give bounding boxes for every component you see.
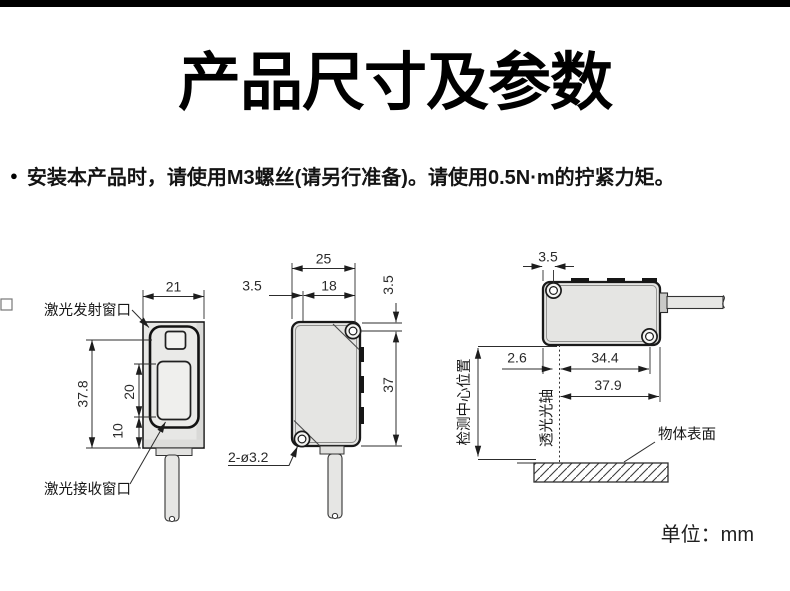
top-cable-break <box>722 295 725 309</box>
top-sensor-body <box>541 280 662 347</box>
side-body-inner-line <box>295 325 357 443</box>
page-title: 产品尺寸及参数 <box>178 48 613 118</box>
top-cable <box>666 295 724 310</box>
side-view: 25 3.5 18 3.5 37 2-ø3.2 <box>228 251 402 520</box>
front-body-bottom-face <box>143 439 203 448</box>
side-hole-top-bore <box>348 326 358 336</box>
top-edge-tab <box>571 278 589 283</box>
side-hole-bottom-bore <box>297 434 307 444</box>
top-edge-dim: 3.5 <box>538 249 558 265</box>
top-edge-tab <box>607 278 625 283</box>
side-span-dim: 18 <box>321 278 337 294</box>
side-cable <box>327 453 343 519</box>
side-top-dim: 3.5 <box>380 275 396 295</box>
front-cable <box>164 454 180 522</box>
top-divider-bar <box>0 0 790 7</box>
laser-receiver-label: 激光接收窗口 <box>44 480 131 498</box>
front-view: 21 37.8 20 10 激光发射窗口 激光接收窗口 <box>0 279 205 523</box>
laser-emitter-window <box>164 330 187 350</box>
install-note: ● 安装本产品时，请使用M3螺丝(请另行准备)。请使用0.5N·m的拧紧力矩。 <box>10 161 780 190</box>
detection-center-label: 检测中心位置 <box>456 359 473 446</box>
stray-square-mark <box>0 298 13 311</box>
side-edge-dim: 3.5 <box>242 278 262 294</box>
side-cable-boot <box>319 445 345 455</box>
front-cable-end <box>168 515 176 523</box>
bullet-icon: ● <box>10 168 18 183</box>
side-depth-dim: 25 <box>316 251 332 267</box>
side-edge-tab <box>359 376 364 393</box>
install-note-text: 安装本产品时，请使用M3螺丝(请另行准备)。请使用0.5N·m的拧紧力矩。 <box>26 167 675 189</box>
side-holes-label: 2-ø3.2 <box>228 449 269 465</box>
front-width-dim: 21 <box>166 279 182 295</box>
top-hole-dim: 34.4 <box>591 350 618 366</box>
object-surface-label: 物体表面 <box>658 426 716 443</box>
unit-label: 单位：mm <box>660 524 754 546</box>
top-body-inner-line <box>546 285 657 342</box>
optical-axis-label: 透光光轴 <box>539 389 556 447</box>
side-edge-tab <box>359 347 364 362</box>
front-cable-boot <box>155 447 193 456</box>
front-window-dim: 20 <box>121 384 137 400</box>
top-hole-right-bore <box>644 332 654 342</box>
laser-emitter-label: 激光发射窗口 <box>44 301 131 319</box>
top-cable-boot <box>658 292 669 314</box>
dimension-drawing: 21 37.8 20 10 激光发射窗口 激光接收窗口 <box>0 249 725 523</box>
front-height-dim: 37.8 <box>75 380 91 407</box>
front-bottom-dim: 10 <box>110 423 126 439</box>
top-axis-dim: 2.6 <box>507 350 527 366</box>
side-edge-tab <box>359 407 364 424</box>
top-hole-left-bore <box>548 286 558 296</box>
top-view: 3.5 检测中心位置 透光光轴 2.6 34.4 37.9 物体表面 <box>456 249 725 483</box>
object-surface-hatch <box>533 462 669 483</box>
side-cable-end <box>331 512 339 520</box>
side-height-dim: 37 <box>380 377 396 393</box>
laser-receiver-window <box>156 360 192 421</box>
top-edge-tab <box>642 278 657 283</box>
front-body-side-face <box>196 323 204 447</box>
top-total-dim: 37.9 <box>594 377 621 393</box>
